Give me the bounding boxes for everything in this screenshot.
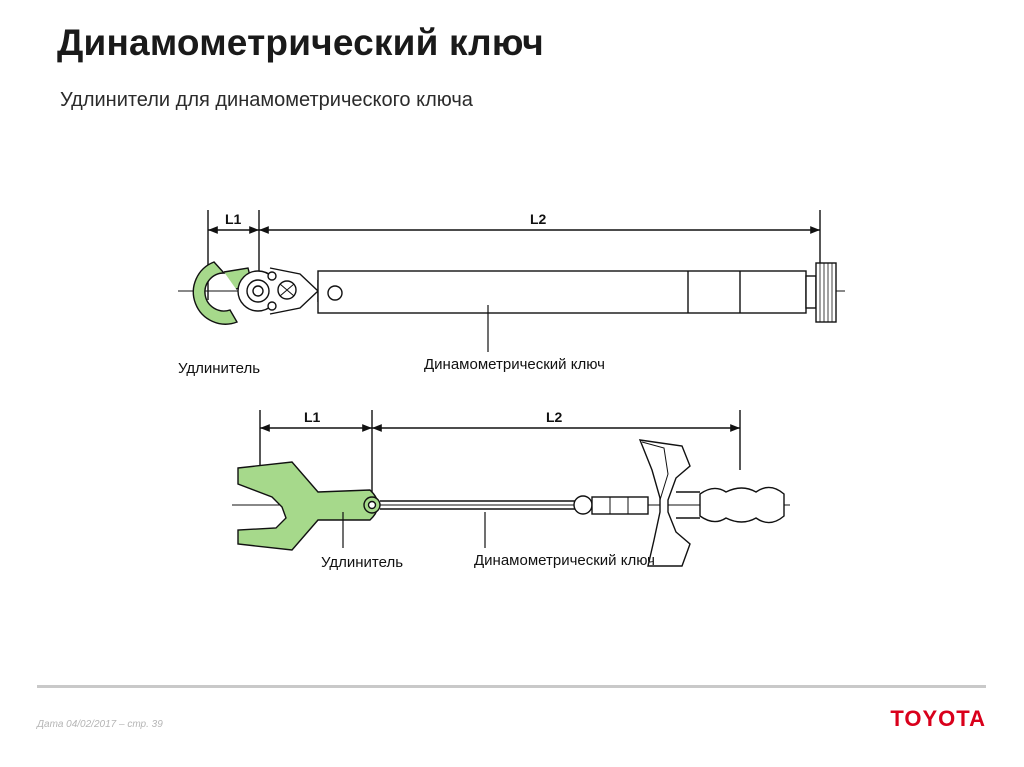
brand-logo: TOYOTA <box>890 706 986 731</box>
top-diagram <box>178 210 845 352</box>
top-dim-l2: L2 <box>530 211 547 227</box>
bottom-dim-l1: L1 <box>304 409 321 425</box>
top-label-wrench: Динамометрический ключ <box>424 356 605 373</box>
bottom-label-wrench: Динамометрический ключ <box>474 552 655 569</box>
top-label-extension: Удлинитель <box>178 360 260 377</box>
bottom-diagram <box>232 410 790 567</box>
bottom-dim-l2: L2 <box>546 409 563 425</box>
top-dim-l1: L1 <box>225 211 242 227</box>
footer-divider <box>37 685 986 688</box>
bottom-extension-shape <box>237 461 379 551</box>
top-extension-shape <box>192 261 239 325</box>
slide-subtitle: Удлинители для динамометрического ключа <box>60 89 473 111</box>
bottom-label-extension: Удлинитель <box>321 554 403 571</box>
footer-date-page: Дата 04/02/2017 – стр. 39 <box>37 719 163 730</box>
slide-title: Динамометрический ключ <box>57 22 544 63</box>
